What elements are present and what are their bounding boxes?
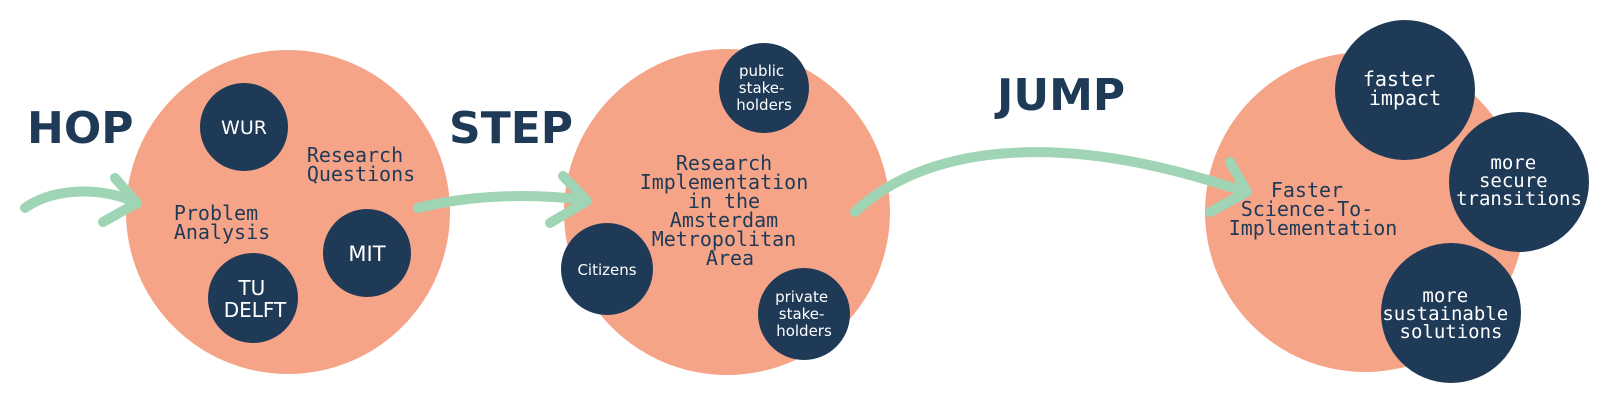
more-sustainable-label: more sustainable solutions: [1382, 285, 1519, 343]
public-stakeholders-circle: [719, 43, 809, 133]
tu-delft-label: TU DELFT: [224, 276, 287, 322]
stage-step: STEP: [449, 103, 573, 154]
research-implementation-label: Research Implementation in the Amsterdam…: [640, 151, 821, 270]
more-secure-label: more secure transitions: [1456, 152, 1582, 210]
stage-jump: JUMP: [994, 70, 1125, 121]
private-stakeholders-label: private stake- holders: [775, 288, 833, 340]
arrow-step-to-jump: [850, 147, 1252, 217]
stage-hop: HOP: [27, 103, 133, 154]
mit-label: MIT: [348, 242, 385, 266]
mit-circle: [323, 209, 411, 297]
problem-analysis-label: Problem Analysis: [174, 201, 270, 244]
more-secure-circle: [1449, 112, 1589, 252]
faster-impact-label: faster impact: [1363, 67, 1447, 110]
research-questions-label: Research Questions: [307, 143, 415, 186]
citizens-circle: [561, 223, 653, 315]
wur-circle: [200, 83, 288, 171]
arrow-hop-to-step: [413, 171, 592, 228]
private-stakeholders-circle: [758, 268, 850, 360]
faster-impact-circle: [1335, 20, 1475, 160]
more-sustainable-circle: [1381, 243, 1521, 383]
citizens-label: Citizens: [577, 261, 636, 279]
faster-science-label: Faster Science-To- Implementation: [1229, 178, 1398, 240]
wur-label: WUR: [221, 117, 267, 139]
public-stakeholders-label: public stake- holders: [736, 62, 792, 114]
tu-delft-circle: [208, 253, 298, 343]
arrow-into-hop: [20, 173, 142, 227]
